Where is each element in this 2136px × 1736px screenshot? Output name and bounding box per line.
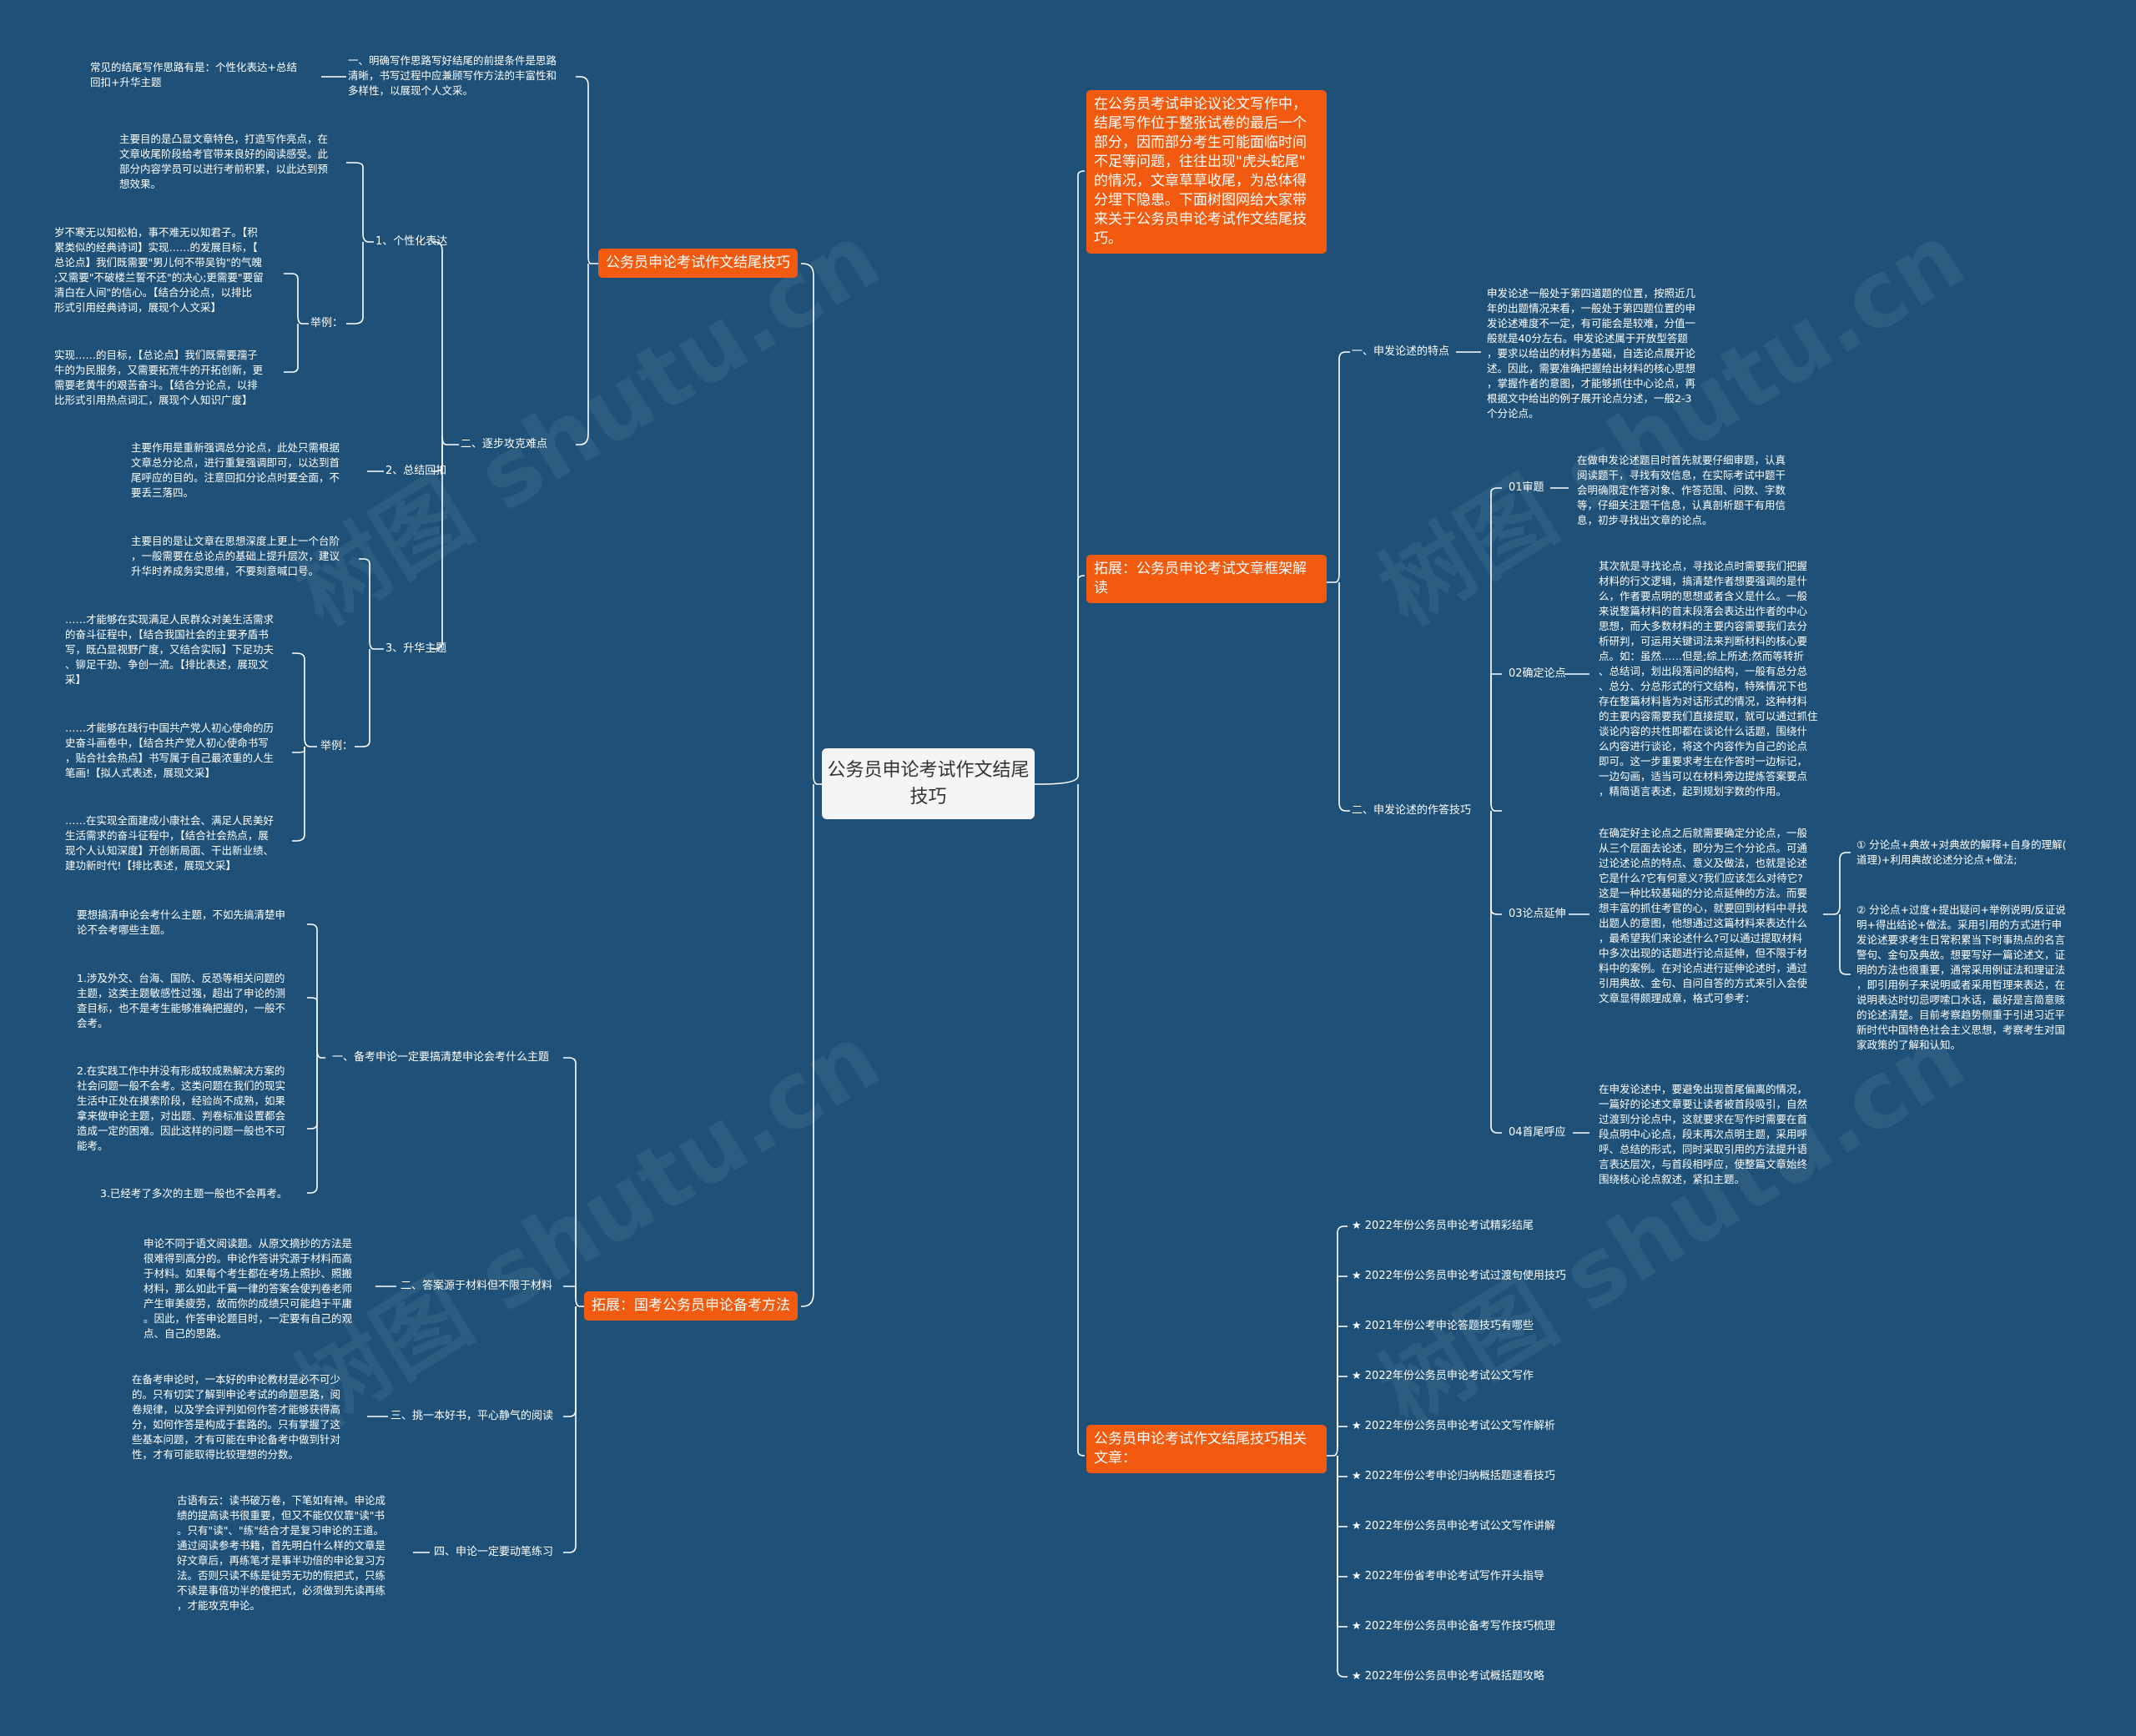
leaf-example-well-off: ……在实现全面建成小康社会、满足人民美好 生活需求的奋斗征程中，【结合社会热点，…	[65, 814, 275, 872]
related-article-link[interactable]: ★ 2022年份公务员申论考试概括题攻略	[1352, 1670, 1544, 1683]
node-extend-argument[interactable]: 03论点延伸	[1509, 908, 1566, 920]
node-beyond-material[interactable]: 二、答案源于材料但不限于材料	[400, 1280, 553, 1292]
node-review-question[interactable]: 01审题	[1509, 481, 1544, 494]
leaf-review-question: 在做申发论述题目时首先就要仔细审题，认真 阅读题干，寻找有效信息，在实际考试中题…	[1577, 454, 1786, 526]
leaf-echo-ending: 在申发论述中，要避免出现首尾偏离的情况， 一篇好的论述文章要让读者被首段吸引，自…	[1599, 1083, 1808, 1185]
node-clear-thinking[interactable]: 一、明确写作思路写好结尾的前提条件是思路 清晰，书写过程中应兼顾写作方法的丰富性…	[348, 54, 557, 97]
leaf-determine-argument: 其次就是寻找论点，寻找论点时需要我们把握 材料的行文逻辑，搞清楚作者想要强调的是…	[1599, 560, 1818, 798]
related-article-link[interactable]: ★ 2022年份公务员申论考试公文写作解析	[1352, 1420, 1555, 1432]
related-article-link[interactable]: ★ 2022年份公考申论归纳概括题速看技巧	[1352, 1470, 1555, 1482]
node-example-label[interactable]: 举例：	[310, 317, 344, 330]
node-practice-writing[interactable]: 四、申论一定要动笔练习	[434, 1546, 554, 1558]
leaf-beyond-material: 申论不同于语文阅读题。从原文摘抄的方法是 很难得到高分的。申论作答讲究源于材料而…	[144, 1237, 353, 1340]
leaf-topics-repeated: 3.已经考了多次的主题一般也不会再考。	[100, 1187, 288, 1200]
intro-node[interactable]: 在公务员考试申论议论文写作中， 结尾写作位于整张试卷的最后一个 部分，因而部分考…	[1086, 90, 1327, 254]
leaf-choose-book: 在备考申论时，一本好的申论教材是必不可少 的。只有切实了解到申论考试的命题思路，…	[132, 1373, 341, 1461]
node-summary-callback[interactable]: 2、总结回扣	[385, 465, 447, 477]
related-article-link[interactable]: ★ 2022年份公务员申论考试公文写作讲解	[1352, 1520, 1555, 1532]
node-techniques[interactable]: 二、申发论述的作答技巧	[1352, 804, 1472, 817]
leaf-format-one: ① 分论点+典故+对典故的解释+自身的理解( 道理)+利用典故论述分论点+做法;	[1856, 838, 2067, 866]
node-features[interactable]: 一、申发论述的特点	[1352, 345, 1450, 358]
node-example-label[interactable]: 举例：	[320, 740, 354, 752]
leaf-practice-writing: 古语有云：读书破万卷，下笔如有神。申论成 绩的提高读书很重要，但又不能仅仅靠"读…	[177, 1494, 386, 1612]
leaf-topics-immature: 2.在实践工作中并没有形成较成熟解决方案的 社会问题一般不会考。这类问题在我们的…	[77, 1064, 286, 1152]
node-personalized-expression[interactable]: 1、个性化表达	[375, 235, 448, 248]
leaf-example-hot-words: 实现……的目标，【总论点】我们既需要孺子 牛的为民服务，又需要拓荒牛的开拓创新，…	[54, 349, 264, 406]
leaf-extend-argument: 在确定好主论点之后就需要确定分论点，一般 从三个层面去论述，即分为三个分论点。可…	[1599, 827, 1808, 1004]
leaf-example-poems: 岁不寒无以知松柏，事不难无以知君子。【积 累类似的经典诗词】实现……的发展目标，…	[54, 226, 264, 314]
leaf-example-mission: ……才能够在践行中国共产党人初心使命的历 史奋斗画卷中，【结合共产党人初心使命书…	[65, 722, 275, 779]
leaf-format-two: ② 分论点+过度+提出疑问+举例说明/反证说 明+得出结论+做法。采用引用的方式…	[1856, 903, 2066, 1051]
related-article-link[interactable]: ★ 2022年份公务员申论考试精彩结尾	[1352, 1220, 1534, 1232]
leaf-sublimate-purpose: 主要目的是让文章在思想深度上更上一个台阶 ，一般需要在总论点的基础上提升层次，建…	[131, 535, 340, 577]
leaf-ending-approach: 常见的结尾写作思路有是：个性化表达+总结 回扣+升华主题	[90, 61, 297, 88]
node-tackle-difficulties[interactable]: 二、逐步攻克难点	[461, 438, 548, 450]
leaf-personalized-purpose: 主要目的是凸显文章特色，打造写作亮点，在 文章收尾阶段给考官带来良好的阅读感受。…	[119, 133, 329, 190]
root-topic[interactable]: 公务员申论考试作文结尾 技巧	[822, 748, 1035, 819]
branch-related-articles[interactable]: 公务员申论考试作文结尾技巧相关 文章：	[1086, 1425, 1327, 1473]
related-article-link[interactable]: ★ 2022年份公务员申论考试过渡句使用技巧	[1352, 1270, 1566, 1282]
node-sublimate-theme[interactable]: 3、升华主题	[385, 642, 447, 655]
node-know-topics[interactable]: 一、备考申论一定要搞清楚申论会考什么主题	[332, 1051, 550, 1064]
node-determine-argument[interactable]: 02确定论点	[1509, 667, 1566, 680]
branch-ending-skills[interactable]: 公务员申论考试作文结尾技巧	[598, 249, 798, 278]
node-choose-book[interactable]: 三、挑一本好书，平心静气的阅读	[390, 1410, 554, 1422]
leaf-example-contradiction: ……才能够在实现满足人民群众对美生活需求 的奋斗征程中，【结合我国社会的主要矛盾…	[65, 613, 275, 686]
related-article-link[interactable]: ★ 2022年份公务员申论考试公文写作	[1352, 1370, 1534, 1382]
related-article-link[interactable]: ★ 2022年份公务员申论备考写作技巧梳理	[1352, 1620, 1555, 1633]
branch-framework[interactable]: 拓展：公务员申论考试文章框架解 读	[1086, 555, 1327, 603]
related-article-link[interactable]: ★ 2022年份省考申论考试写作开头指导	[1352, 1570, 1544, 1583]
leaf-summary-purpose: 主要作用是重新强调总分论点，此处只需根据 文章总分论点，进行重复强调即可，以达到…	[131, 441, 340, 499]
branch-exam-prep[interactable]: 拓展：国考公务员申论备考方法	[584, 1291, 798, 1321]
leaf-topics-intro: 要想搞清申论会考什么主题，不如先搞清楚申 论不会考哪些主题。	[77, 908, 286, 936]
leaf-topics-sensitive: 1.涉及外交、台海、国防、反恐等相关问题的 主题，这类主题敏感性过强，超出了申论…	[77, 972, 286, 1029]
leaf-features: 申发论述一般处于第四道题的位置，按照近几 年的出题情况来看，一般处于第四题位置的…	[1487, 287, 1696, 420]
related-article-link[interactable]: ★ 2021年份公考申论答题技巧有哪些	[1352, 1320, 1534, 1332]
node-echo-ending[interactable]: 04首尾呼应	[1509, 1126, 1566, 1139]
